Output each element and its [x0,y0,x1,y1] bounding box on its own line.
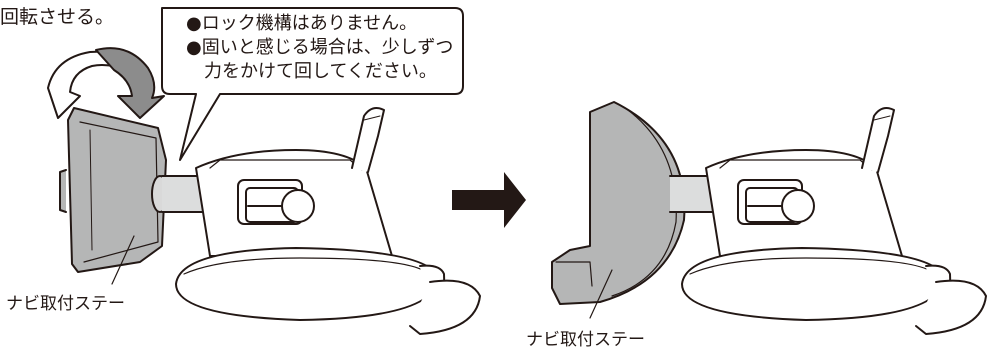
callout-text: ●ロック機構はありません。 ●固いと感じる場合は、少しずつ 力をかけて回してくだ… [186,12,453,84]
bullet-icon: ● [186,37,202,58]
mount-body-right [705,107,903,257]
callout-line-3: 力をかけて回してください。 [204,61,437,82]
callout-line-2: ●固いと感じる場合は、少しずつ [186,37,454,58]
ball-joint-left [151,175,211,213]
rotation-arrows-icon [47,47,165,119]
navi-stay-plate-right [551,101,686,305]
suction-base-right [681,247,987,335]
callout-line-1: ●ロック機構はありません。 [186,13,418,34]
mount-body-left [195,107,393,257]
navi-stay-plate-left [59,107,167,273]
instruction-heading: 回転させる。 [0,6,115,28]
leader-line-right [589,269,613,319]
right-arrow-icon [452,172,526,228]
navi-stay-label-left: ナビ取付ステー [6,294,125,314]
callout-bubble [161,7,464,161]
leader-line-left [111,235,135,285]
navi-stay-label-right: ナビ取付ステー [526,330,645,350]
suction-base-left [175,247,481,335]
rotation-arrow-gray [95,47,165,119]
bullet-icon: ● [186,13,202,34]
